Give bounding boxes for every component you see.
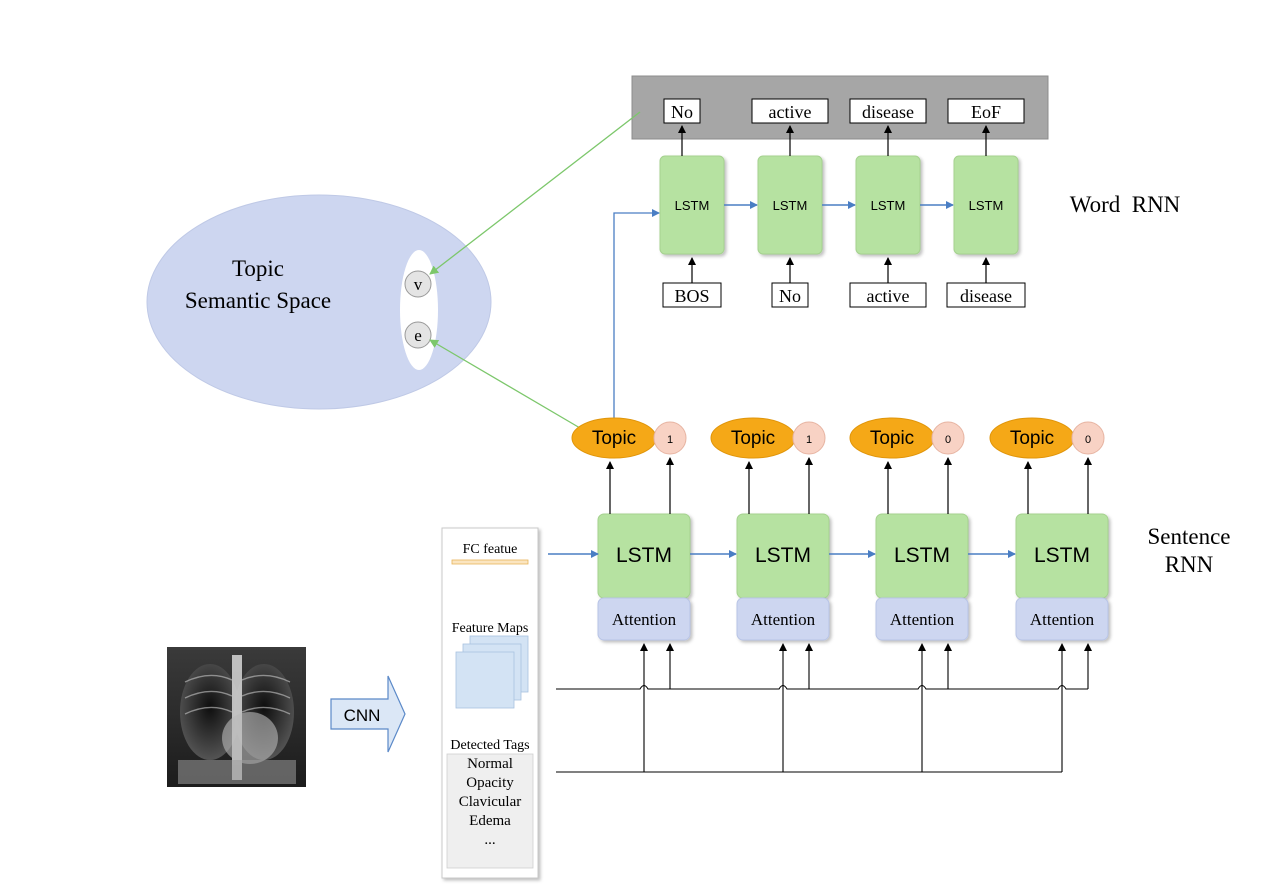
input-routing [548,550,1092,773]
detected-tag-3: Clavicular [459,794,521,810]
xray-abdomen [178,760,296,784]
word-output-2 [751,98,829,124]
word-input-3 [849,282,927,308]
cnn-arrow: CNN [330,675,406,753]
word-lstm-label-2: LSTM [773,198,808,213]
stop-flag-2 [792,421,826,455]
attention-block-3 [875,597,969,641]
routing-lines [556,643,1092,773]
attention-label-2: Attention [751,610,816,629]
vector-capsule [400,250,438,370]
sentence-lstm-label-1: LSTM [616,544,672,567]
cross-connectors [429,111,660,429]
word-input-2 [771,282,809,308]
word-cells: LSTM LSTM LSTM LSTM [659,125,1019,255]
stop-flag-label-2: 1 [806,434,812,446]
attention-block-4 [1015,597,1109,641]
topic-label-1: Topic [592,428,636,449]
detected-tag-2: Opacity [466,775,514,791]
sentence-cells: LSTM Attention LSTM Attention LSTM Attention L… [597,457,1109,641]
stop-flag-label-3: 0 [945,434,951,446]
fc-feature-bar [451,559,529,565]
output-to-v-arrow [429,111,641,275]
sentence-rnn-label-line1: Sentence [1147,524,1230,549]
stop-flag-3 [931,421,965,455]
sentence-lstm-label-2: LSTM [755,544,811,567]
word-input-label-3: active [867,286,910,306]
attention-block-1 [597,597,691,641]
word-rnn-label: Word RNN [1070,192,1181,217]
topic-to-e-arrow [429,339,581,429]
semantic-space-title-line2: Semantic Space [185,288,331,313]
detected-tags-list: NormalOpacityClavicularEdema... [459,756,521,848]
word-output-label-3: disease [862,102,914,122]
word-input-label-2: No [779,286,801,306]
word-lstm-label-1: LSTM [675,198,710,213]
feature-maps-label: Feature Maps [452,621,529,636]
attention-label-1: Attention [612,610,677,629]
word-output-4 [947,98,1025,124]
cnn-label: CNN [344,706,381,725]
word-outputs: No active disease EoF [663,98,1025,124]
semantic-space-title-line1: Topic [232,256,284,281]
sentence-lstm-label-3: LSTM [894,544,950,567]
attention-block-2 [736,597,830,641]
detected-tags-label: Detected Tags [450,738,529,753]
word-output-1 [663,98,701,124]
topic-label-3: Topic [870,428,914,449]
sentence-rnn-label-line2: RNN [1165,552,1214,577]
attention-label-3: Attention [890,610,955,629]
detected-tag-4: Edema [469,813,511,829]
semantic-space-ellipse [146,194,492,410]
word-output-label-2: active [769,102,812,122]
xray-heart [222,712,278,764]
node-v-label: v [414,275,423,294]
word-lstm-label-3: LSTM [871,198,906,213]
topic-to-word-rnn-arrow [613,209,660,418]
detected-tag-1: Normal [467,756,513,772]
word-output-label-1: No [671,102,693,122]
cnn-arrow-shape [330,675,406,753]
topic-semantic-space: Topic Semantic Space v e [146,194,492,410]
word-lstm-label-4: LSTM [969,198,1004,213]
node-e [404,321,432,349]
stop-flag-4 [1071,421,1105,455]
stop-flag-label-4: 0 [1085,434,1091,446]
detected-tag-5: ... [484,832,495,848]
stop-flag-1 [653,421,687,455]
xray-image [167,647,306,787]
word-inputs: BOS No active disease [662,257,1026,308]
node-e-label: e [414,326,422,345]
xray-ribs [184,674,291,715]
sentence-topics: Topic 1 Topic 1 Topic 0 Topic 0 [571,417,1105,459]
word-input-4 [946,282,1026,308]
topic-label-4: Topic [1010,428,1054,449]
word-rnn: No active disease EoF LSTM LSTM LSTM LSTM BOS N… [631,75,1181,308]
stop-flag-label-1: 1 [667,434,673,446]
word-output-3 [849,98,927,124]
detected-tags-box [446,753,534,869]
word-input-label-4: disease [960,286,1012,306]
word-input-label-1: BOS [674,286,709,306]
sentence-lstm-label-4: LSTM [1034,544,1090,567]
feature-maps-bus [556,684,1088,690]
feature-map-layer-1 [455,651,515,709]
feature-panel: FC featue Feature Maps Detected Tags Nor… [441,527,539,879]
fc-feature-label: FC featue [463,542,518,557]
node-v [404,270,432,298]
attention-label-4: Attention [1030,610,1095,629]
topic-label-2: Topic [731,428,775,449]
word-output-label-4: EoF [971,102,1001,122]
